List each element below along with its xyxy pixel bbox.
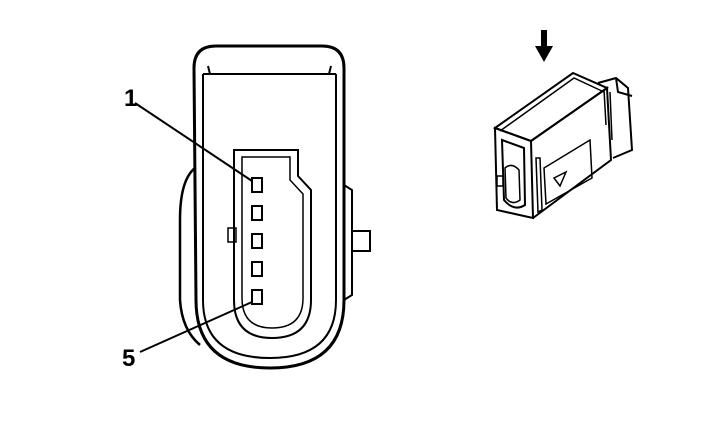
- pin-label-first: 1: [124, 85, 137, 112]
- connector-perspective-view: [492, 30, 634, 220]
- connector-iso-top-ridge: [499, 77, 605, 132]
- connector-iso-rear-block: [597, 76, 634, 159]
- connector-iso-front-opening: [500, 138, 527, 209]
- connector-left-nub: [227, 227, 237, 243]
- connector-iso-rear-detail: [603, 89, 613, 141]
- connector-housing-outer: [192, 44, 346, 370]
- connector-left-latch: [178, 167, 201, 346]
- down-arrow-icon: [535, 30, 553, 62]
- pin-5: [251, 289, 263, 305]
- pin-label-last: 5: [122, 345, 135, 372]
- connector-top-rim: [203, 65, 336, 75]
- connector-iso-top-face: [492, 71, 610, 143]
- leader-line-pin-5: [139, 301, 253, 353]
- pin-1: [251, 177, 263, 193]
- pin-2: [251, 205, 263, 221]
- connector-iso-triangle-mark: [552, 170, 568, 188]
- pin-cavity-outline: [233, 149, 312, 340]
- pin-3: [251, 233, 263, 249]
- connector-iso-front-face: [493, 126, 535, 220]
- connector-right-peg: [351, 230, 371, 252]
- pin-4: [251, 261, 263, 277]
- connector-iso-opening-inner: [504, 164, 521, 204]
- connector-iso-side-channel: [535, 157, 543, 214]
- connector-iso-side-panel: [543, 138, 593, 206]
- pin-cavity-inner: [241, 156, 304, 329]
- connector-front-view: 1 5: [122, 44, 371, 372]
- leader-line-pin-1: [134, 102, 253, 182]
- connector-housing-inner: [202, 74, 337, 360]
- connector-iso-latch-nub: [496, 175, 504, 187]
- connector-iso-side-face: [530, 86, 613, 219]
